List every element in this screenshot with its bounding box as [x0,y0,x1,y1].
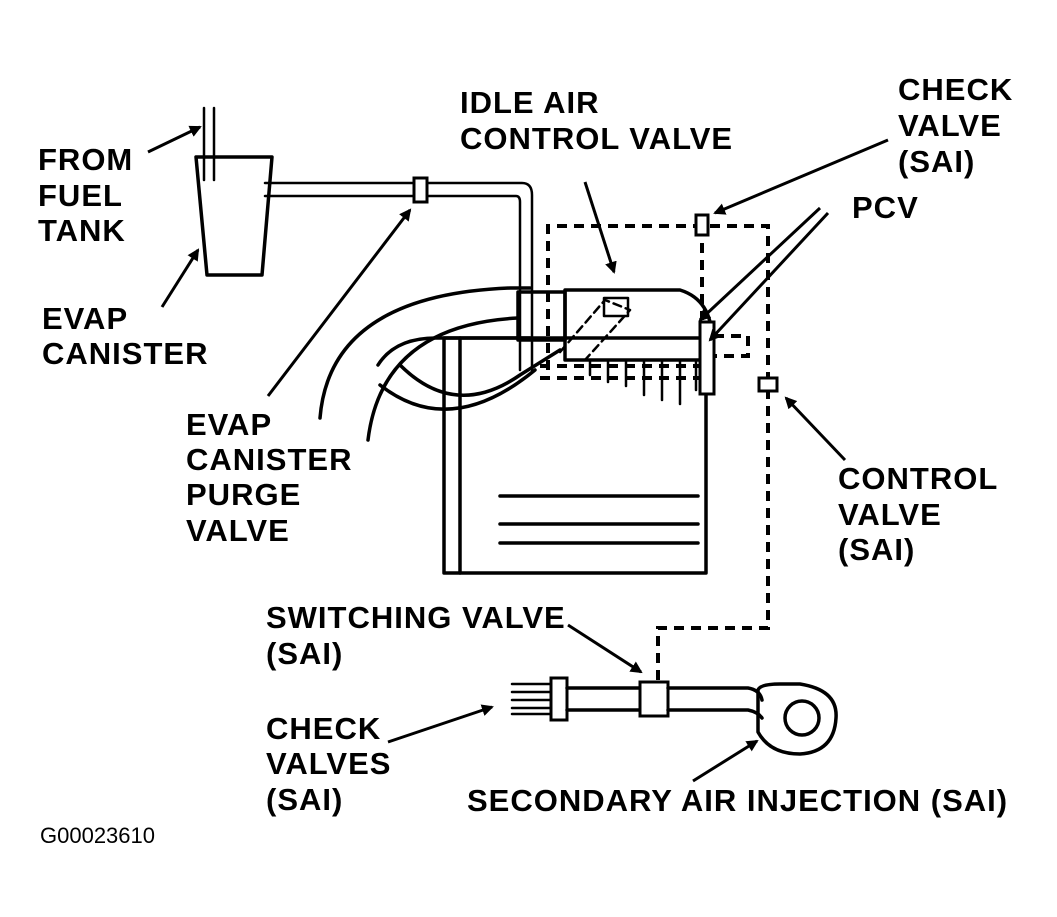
label-switching-valve-sai: SWITCHING VALVE (SAI) [266,600,566,671]
purge-line [263,176,534,372]
drawing [147,106,889,783]
sai-vacuum-lines [546,213,779,690]
label-line: EVAP [186,407,272,442]
label-line: CHECK [266,711,381,746]
leader-arrows [147,125,889,783]
label-line: VALVE [838,497,942,532]
label-line: EVAP [42,301,128,336]
label-check-valve-sai: CHECK VALVE (SAI) [898,72,1013,179]
label-line: (SAI) [266,782,343,817]
engine-intake [318,286,750,575]
sai-pump-assembly [510,676,838,756]
label-check-valves-sai: CHECK VALVES (SAI) [266,711,391,817]
label-line: (SAI) [838,532,915,567]
label-from-fuel-tank: FROM FUEL TANK [38,142,133,248]
label-line: PCV [852,190,919,225]
label-line: SWITCHING VALVE [266,600,566,635]
label-line: CONTROL VALVE [460,121,733,156]
label-line: (SAI) [266,636,343,671]
figure-code: G00023610 [40,823,155,848]
label-secondary-air-injection: SECONDARY AIR INJECTION (SAI) [467,783,1008,818]
label-line: FROM [38,142,133,177]
label-line: CONTROL [838,461,998,496]
label-pcv: PCV [852,190,919,225]
label-evap-canister-purge-valve: EVAP CANISTER PURGE VALVE [186,407,352,548]
label-line: SECONDARY AIR INJECTION (SAI) [467,783,1008,818]
label-line: IDLE AIR [460,85,599,120]
evap-canister [194,155,274,277]
fuel-tank-line [202,106,216,182]
label-line: PURGE [186,477,301,512]
label-line: FUEL [38,178,123,213]
label-evap-canister: EVAP CANISTER [42,301,208,371]
label-line: VALVES [266,746,391,781]
label-line: TANK [38,213,126,248]
label-control-valve-sai: CONTROL VALVE (SAI) [838,461,998,567]
label-line: CANISTER [42,336,208,371]
label-idle-air-control-valve: IDLE AIR CONTROL VALVE [460,85,733,156]
label-line: (SAI) [898,144,975,179]
label-line: CANISTER [186,442,352,477]
label-line: VALVE [898,108,1002,143]
label-line: VALVE [186,513,290,548]
label-line: CHECK [898,72,1013,107]
